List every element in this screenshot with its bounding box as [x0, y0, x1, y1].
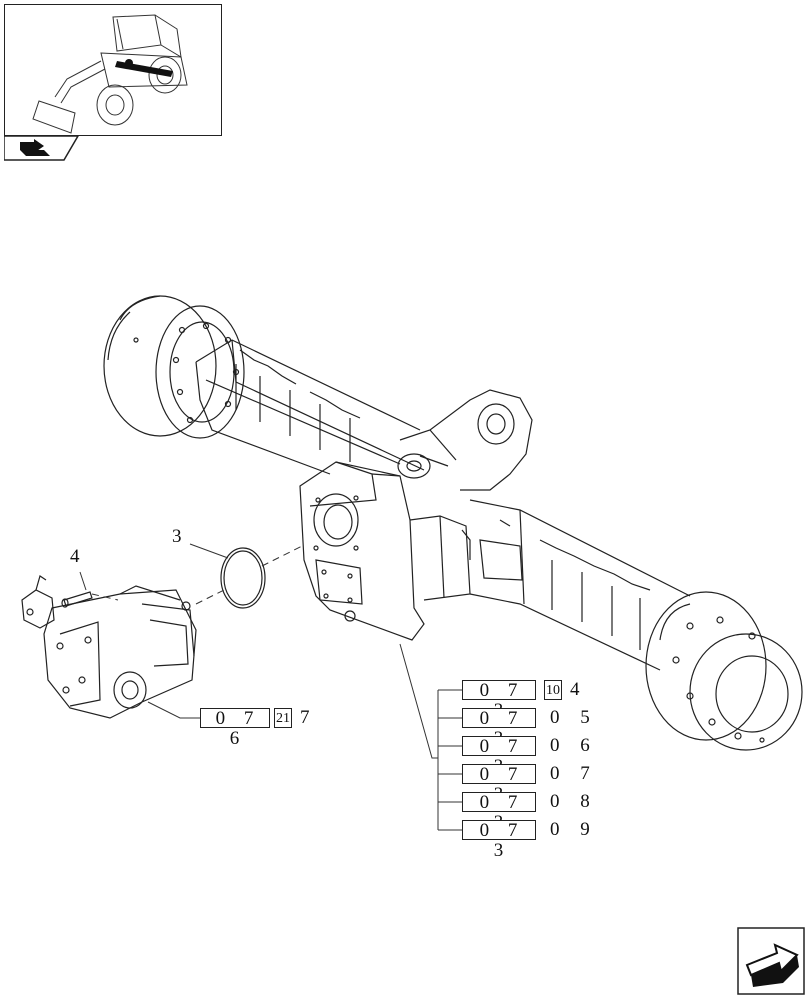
- callout-o-ring: 3: [172, 526, 182, 547]
- assembly-lines: [91, 545, 303, 605]
- axle-reference-4[interactable]: 0 7 3 0 7: [462, 763, 598, 805]
- o-ring: [220, 547, 266, 609]
- ref-subbox: 21: [274, 708, 292, 728]
- ref-main: 0 7 3: [462, 820, 536, 861]
- next-page-arrow-icon: [737, 927, 805, 995]
- callout-bolt: 4: [70, 546, 80, 567]
- motor-reference[interactable]: 0 7 6 21 7: [200, 707, 318, 749]
- axle-reference-1[interactable]: 0 7 3 10 4: [462, 679, 588, 721]
- back-tab[interactable]: [4, 136, 80, 162]
- ref-main: 0 7 3: [462, 680, 536, 721]
- hydraulic-motor: [21, 575, 197, 719]
- o-ring-inner: [223, 550, 263, 606]
- ref-suffix: 7: [300, 707, 318, 728]
- axle-reference-5[interactable]: 0 7 3 0 8: [462, 791, 598, 833]
- ref-main: 0 7 3: [462, 792, 536, 833]
- ref-main: 0 7 3: [462, 764, 536, 805]
- left-axle-beam: [195, 339, 425, 475]
- ref-suffix: 0 8: [550, 791, 598, 812]
- axle-reference-2[interactable]: 0 7 3 0 5: [462, 707, 598, 749]
- differential-housing: [299, 461, 471, 641]
- leader-lines: [79, 543, 462, 831]
- back-arrow-icon: [20, 139, 50, 156]
- ref-main: 0 7 3: [462, 736, 536, 777]
- ref-suffix: 0 6: [550, 735, 598, 756]
- ref-suffix: 0 7: [550, 763, 598, 784]
- axle-reference-6[interactable]: 0 7 3 0 9: [462, 819, 598, 861]
- bolt: [61, 591, 93, 608]
- next-page-button[interactable]: [737, 927, 805, 995]
- right-axle-beam: [469, 499, 691, 671]
- ref-subbox: 10: [544, 680, 562, 700]
- axle-reference-3[interactable]: 0 7 3 0 6: [462, 735, 598, 777]
- ref-main: 0 7 3: [462, 708, 536, 749]
- ref-main: 0 7 6: [200, 708, 270, 749]
- ref-suffix: 0 9: [550, 819, 598, 840]
- center-pivot-bracket: [397, 389, 533, 491]
- left-wheel-hub: [103, 295, 245, 439]
- ref-suffix: 4: [570, 679, 588, 700]
- right-wheel-hub: [645, 591, 803, 751]
- ref-suffix: 0 5: [550, 707, 598, 728]
- machine-thumbnail: [4, 4, 222, 136]
- wheel-loader-thumbnail-icon: [32, 14, 188, 134]
